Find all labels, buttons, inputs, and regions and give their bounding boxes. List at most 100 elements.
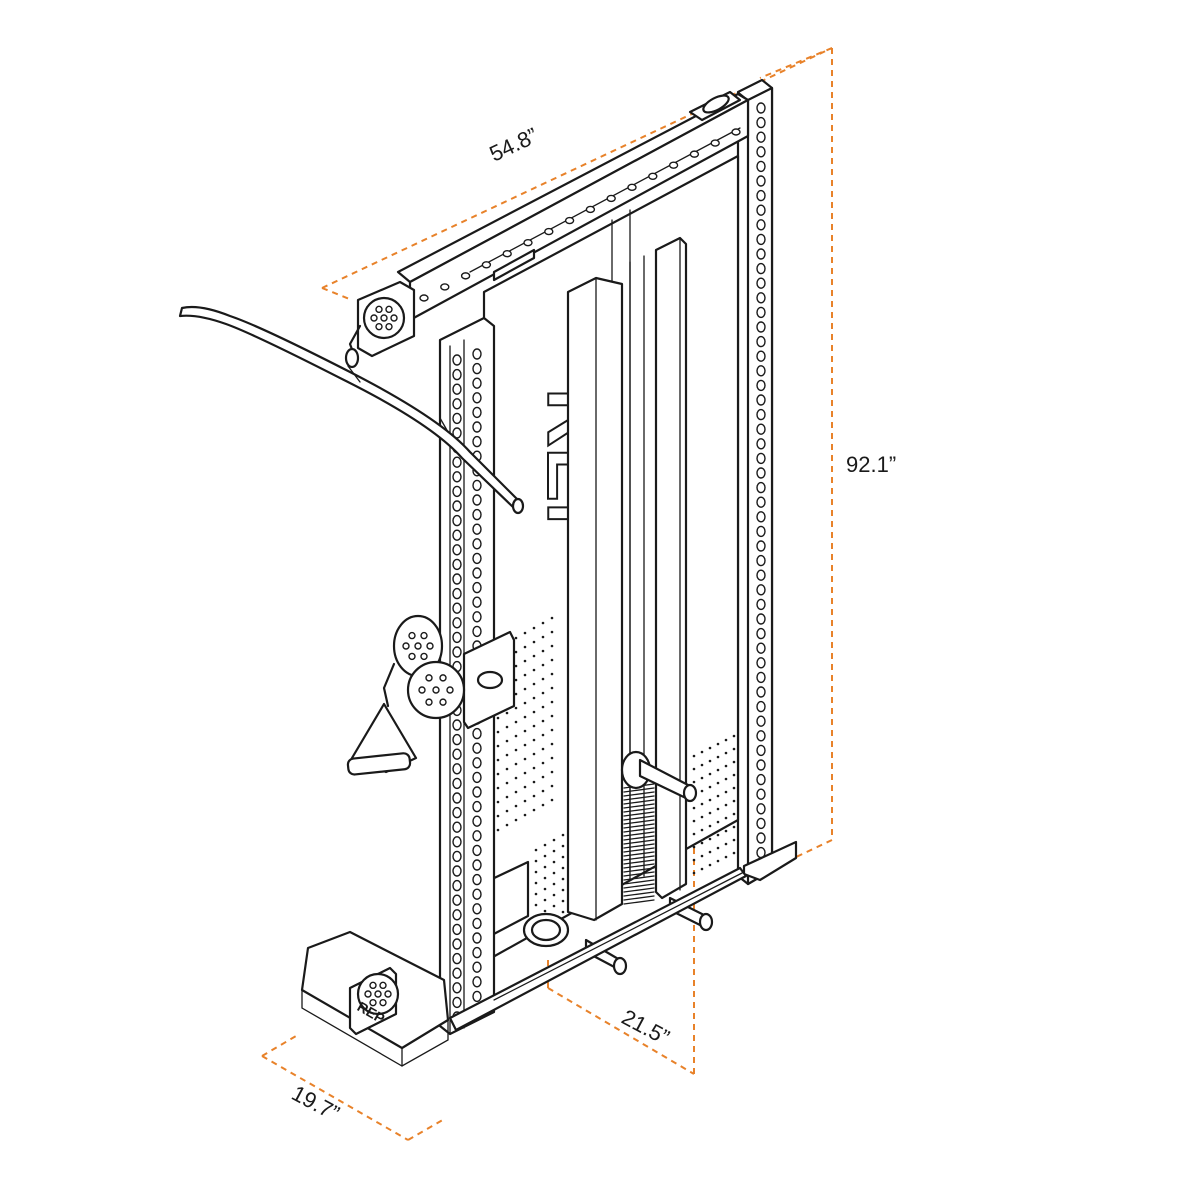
perforation-dot (523, 799, 527, 803)
perforation-dot (716, 859, 720, 863)
perforation-dot (716, 846, 720, 850)
perforation-dot (514, 762, 518, 766)
upright-hole (452, 500, 462, 512)
upright-hole (472, 523, 482, 535)
pulley-hole (369, 998, 377, 1007)
weight-plate (623, 787, 655, 793)
upright-hole (756, 642, 766, 654)
perforation-dot (732, 838, 736, 842)
perforation-dot (496, 716, 500, 720)
base-frame (448, 866, 748, 1032)
upright-hole (472, 932, 482, 944)
upright-hole (452, 573, 462, 585)
perforation-dot (534, 870, 538, 874)
perforation-dot (724, 829, 728, 833)
upright-hole (756, 262, 766, 275)
upright-hole (452, 967, 462, 979)
pulley-hole (425, 674, 433, 682)
weight-plate (623, 879, 655, 885)
perforation-dot (505, 739, 509, 743)
perforation-dot (496, 772, 500, 776)
perforation-dot (541, 775, 545, 779)
upright-hole (756, 773, 766, 786)
perforation-dot (552, 838, 556, 842)
upright-hole (756, 423, 766, 435)
perforation-dot (550, 672, 554, 676)
perforation-dot (716, 768, 720, 772)
perforation-dot (700, 854, 704, 858)
perforation-dot (561, 899, 565, 903)
perforation-dot (523, 743, 527, 747)
upright-hole (756, 131, 766, 143)
upright-hole (472, 742, 482, 754)
perforation-dot (550, 784, 554, 788)
weight-plate (623, 811, 655, 817)
upright-hole (756, 277, 766, 289)
upright-hole (756, 598, 766, 611)
pulley-hole (402, 642, 410, 650)
perforation-dot (541, 705, 545, 709)
perforation-dot (505, 809, 509, 813)
pulley-hole (420, 631, 428, 640)
perforation-dot (534, 859, 538, 863)
perforation-dot (550, 742, 554, 746)
weight-plate (623, 867, 655, 873)
upright-hole (472, 757, 482, 769)
weight-plate (623, 823, 655, 829)
perforation-dot (716, 755, 720, 759)
crossbeam-hole (585, 205, 596, 214)
upright-hole (452, 514, 462, 527)
perforation-dot (550, 686, 554, 690)
pulley-hole (375, 322, 383, 331)
upright-hole (756, 204, 766, 216)
upright-hole (472, 348, 482, 360)
crossbeam-hole (419, 294, 429, 302)
crossbeam-hole (731, 128, 741, 136)
perforation-dot (700, 802, 704, 806)
perforation-dot (532, 780, 536, 784)
upright-hole (472, 625, 482, 638)
upright-hole (452, 821, 462, 833)
perforation-dot (552, 904, 556, 908)
upright-hole (452, 938, 462, 950)
upright-hole (452, 777, 462, 790)
upright-hole (472, 888, 482, 900)
weight-plate (623, 819, 655, 825)
perforation-dot (692, 767, 696, 771)
upright-hole (452, 602, 462, 614)
weight-plate (623, 831, 655, 837)
upright-hole (756, 102, 766, 114)
upright-hole (756, 511, 766, 523)
perforation-dot (550, 630, 554, 634)
upright-hole (472, 859, 482, 871)
perforation-dot (732, 812, 736, 816)
upright-hole (756, 584, 766, 596)
perforation-dot (541, 635, 545, 639)
upright-hole (756, 832, 766, 844)
upright-hole (452, 529, 462, 541)
upright-hole (452, 412, 462, 425)
pulley-hole (364, 990, 372, 998)
upright-hole (756, 496, 766, 508)
perforation-dot (724, 764, 728, 768)
perforation-dot (523, 687, 527, 691)
upright-hole (756, 160, 766, 173)
upright-hole (756, 744, 766, 757)
upright-hole (472, 406, 482, 419)
perforation-dot (541, 747, 545, 751)
upright-hole (452, 558, 462, 571)
pulley-hole (418, 686, 426, 694)
perforation-dot (523, 715, 527, 719)
crossbeam-hole (502, 250, 512, 258)
weight-plate (623, 791, 655, 797)
upright-hole (472, 815, 482, 827)
upright-hole (452, 748, 462, 760)
upright-hole (756, 452, 766, 465)
perforation-dot (532, 724, 536, 728)
perforation-dot (716, 807, 720, 811)
perforation-dot (550, 770, 554, 774)
perforation-dot (700, 867, 704, 871)
width-ext-right (759, 47, 833, 79)
upright-hole (756, 686, 766, 698)
perforation-dot (561, 877, 565, 881)
